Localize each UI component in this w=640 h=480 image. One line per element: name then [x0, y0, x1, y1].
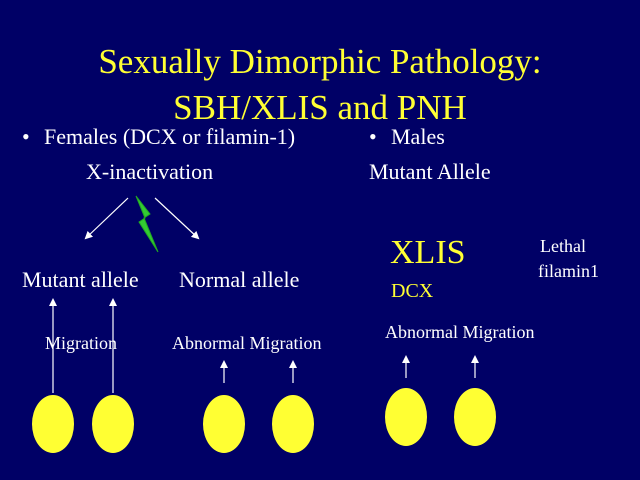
arrow-to-mutant-allele [84, 197, 129, 240]
neuron-cell [385, 388, 427, 446]
dcx-label: DCX [391, 280, 434, 302]
bullet: • [22, 124, 30, 149]
filamin1-label: filamin1 [538, 261, 599, 281]
females-heading-text: Females (DCX or filamin-1) [44, 124, 296, 149]
neuron-cell [92, 395, 134, 453]
males-heading-text: Males [391, 124, 445, 149]
slide-title-line1: Sexually Dimorphic Pathology: [98, 42, 542, 81]
lethal-label: Lethal [540, 236, 586, 256]
xlis-label: XLIS [390, 234, 466, 271]
males-heading: • Males [369, 126, 445, 148]
neuron-cell [203, 395, 245, 453]
females-heading: • Females (DCX or filamin-1) [22, 126, 295, 148]
x-inactivation-label: X-inactivation [86, 159, 214, 184]
mutant-allele-males-label: Mutant Allele [369, 159, 491, 184]
slide-title-line2: SBH/XLIS and PNH [173, 88, 467, 127]
neuron-cell [454, 388, 496, 446]
normal-allele-label: Normal allele [179, 267, 300, 292]
neuron-cell [32, 395, 74, 453]
lightning-bolt-icon [135, 195, 159, 253]
abnormal-migration-label-males: Abnormal Migration [385, 322, 535, 342]
arrow-to-normal-allele [154, 197, 200, 240]
abnormal-migration-label-females: Abnormal Migration [172, 333, 322, 353]
migration-label: Migration [45, 333, 117, 353]
bullet: • [369, 124, 377, 149]
neuron-cell [272, 395, 314, 453]
mutant-allele-label: Mutant allele [22, 267, 139, 292]
